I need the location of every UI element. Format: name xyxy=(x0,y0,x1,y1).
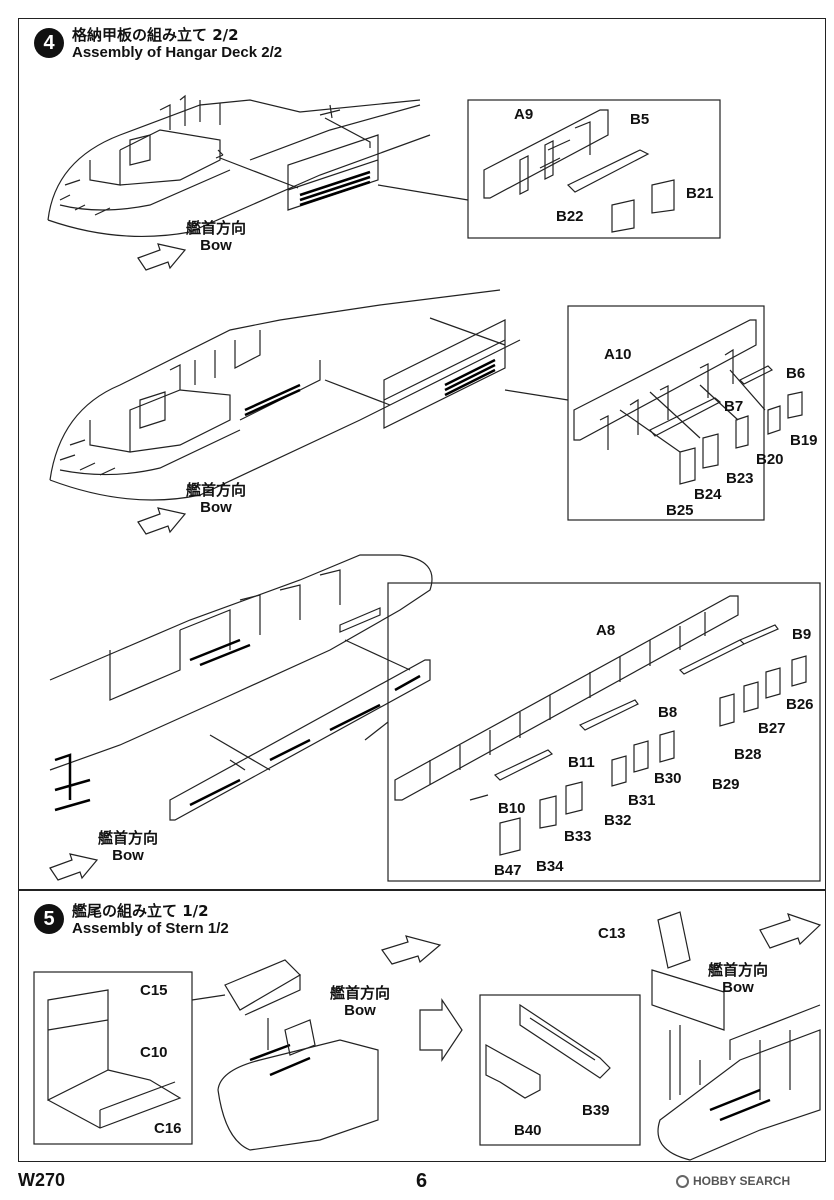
part-label-b29: B29 xyxy=(712,776,740,793)
part-label-b30: B30 xyxy=(654,770,682,787)
watermark-text: HOBBY SEARCH xyxy=(693,1174,791,1188)
part-label-b32: B32 xyxy=(604,812,632,829)
step5-title-jp: 艦尾の組み立て 1/2 xyxy=(72,902,209,920)
wall-part-3 xyxy=(169,659,431,821)
part-label-a10: A10 xyxy=(604,346,632,363)
step5-title-en: Assembly of Stern 1/2 xyxy=(72,920,229,937)
part-label-b9: B9 xyxy=(792,626,812,643)
part-label-b11: B11 xyxy=(568,754,595,771)
product-code: W270 xyxy=(18,1170,66,1190)
watermark: HOBBY SEARCH xyxy=(676,1174,790,1188)
hull-drawing-3 xyxy=(49,554,433,812)
part-label-b34: B34 xyxy=(536,858,564,875)
part-label-b39: B39 xyxy=(582,1102,610,1119)
step4-title-jp: 格納甲板の組み立て 2/2 xyxy=(72,26,239,44)
hull-drawing-2 xyxy=(49,289,521,501)
part-label-b31: B31 xyxy=(628,792,656,809)
part-label-a9: A9 xyxy=(514,106,534,123)
page-number: 6 xyxy=(416,1170,428,1192)
part-label-b26: B26 xyxy=(786,696,814,713)
bow-label-1: 艦首方向 Bow xyxy=(186,219,247,255)
detail-box-2 xyxy=(567,305,765,521)
part-label-a8: A8 xyxy=(596,622,616,639)
detail-box-c xyxy=(33,971,193,1145)
bow-label-5: 艦首方向 Bow xyxy=(708,961,769,997)
part-label-c10: C10 xyxy=(140,1044,168,1061)
part-label-b19: B19 xyxy=(790,432,818,449)
part-label-b5: B5 xyxy=(630,111,650,128)
part-label-c13: C13 xyxy=(598,925,626,942)
part-label-b33: B33 xyxy=(564,828,592,845)
step5-frame xyxy=(18,890,826,1162)
part-label-c15: C15 xyxy=(140,982,168,999)
bow-arrow-2 xyxy=(137,507,187,535)
bow-label-4: 艦首方向 Bow xyxy=(330,984,391,1020)
part-label-b28: B28 xyxy=(734,746,762,763)
part-label-b20: B20 xyxy=(756,451,784,468)
watermark-logo-icon xyxy=(676,1174,689,1188)
part-label-b40: B40 xyxy=(514,1122,542,1139)
detail-box-d xyxy=(479,994,641,1146)
part-label-b7: B7 xyxy=(724,398,744,415)
wall-part-2 xyxy=(383,319,506,429)
part-label-b47: B47 xyxy=(494,862,522,879)
part-label-b24: B24 xyxy=(694,486,722,503)
detail-box-1 xyxy=(467,99,721,239)
step4-title-en: Assembly of Hangar Deck 2/2 xyxy=(72,44,283,61)
part-label-b25: B25 xyxy=(666,502,694,519)
part-label-b22: B22 xyxy=(556,208,584,225)
bow-label-2: 艦首方向 Bow xyxy=(186,481,247,517)
bow-label-3: 艦首方向 Bow xyxy=(98,829,159,865)
part-label-c16: C16 xyxy=(154,1120,182,1137)
part-label-b6: B6 xyxy=(786,365,806,382)
part-label-b21: B21 xyxy=(686,185,714,202)
part-label-b23: B23 xyxy=(726,470,754,487)
step4-frame xyxy=(18,18,826,890)
part-label-b27: B27 xyxy=(758,720,786,737)
hull-drawing-1 xyxy=(47,94,431,238)
bow-arrow-1 xyxy=(137,243,187,271)
part-label-b8: B8 xyxy=(658,704,678,721)
part-label-b10: B10 xyxy=(498,800,526,817)
step4-number: 4 xyxy=(34,28,64,58)
bow-arrow-3 xyxy=(49,853,99,881)
step5-number: 5 xyxy=(34,904,64,934)
detail-box-3 xyxy=(387,582,821,882)
